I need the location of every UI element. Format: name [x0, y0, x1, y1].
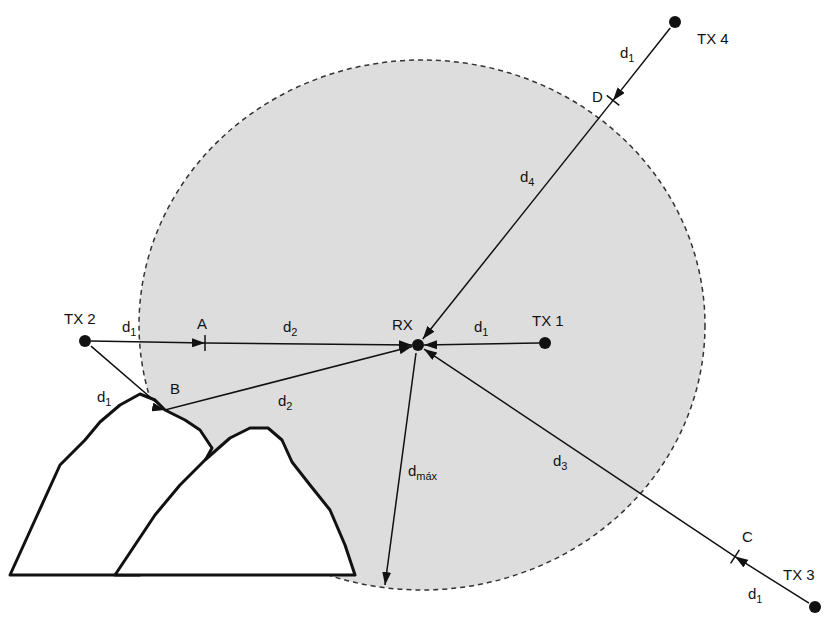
dot-shape: [412, 339, 424, 351]
dot-shape: [669, 16, 681, 28]
distance-label: d1: [97, 388, 111, 407]
subscript: 1: [130, 326, 136, 338]
station-label: TX 1: [532, 312, 564, 329]
distance-label: B: [170, 380, 180, 397]
distance-label: d2: [278, 392, 292, 411]
subscript: 1: [482, 326, 488, 338]
distance-label: d1: [748, 585, 762, 604]
signal-path: [424, 349, 809, 603]
distance-label: dmáx: [408, 462, 437, 481]
distance-label: d1: [122, 318, 136, 337]
subscript: 1: [105, 396, 111, 408]
station-dot: TX 4: [669, 16, 681, 28]
signal-path: [91, 341, 412, 345]
dot-shape: [809, 601, 821, 613]
station-dot: RX: [412, 339, 424, 351]
distance-label: d1: [620, 44, 634, 63]
distance-label: A: [197, 315, 207, 332]
subscript: máx: [416, 470, 437, 482]
station-label: TX 2: [64, 310, 96, 327]
distance-label: D: [592, 88, 603, 105]
mountain-outline: [115, 428, 355, 575]
subscript: 2: [291, 326, 297, 338]
distance-label: d1: [474, 318, 488, 337]
station-label: TX 3: [783, 566, 815, 583]
station-dot: TX 1: [539, 337, 551, 349]
subscript: 1: [756, 593, 762, 605]
signal-path: [91, 346, 412, 410]
dot-shape: [79, 335, 91, 347]
station-label: TX 4: [697, 30, 729, 47]
signal-path: [424, 343, 539, 345]
dot-shape: [539, 337, 551, 349]
station-dot: TX 3: [809, 601, 821, 613]
distance-label: C: [742, 528, 753, 545]
subscript: 3: [561, 460, 567, 472]
distance-label: d2: [283, 318, 297, 337]
subscript: 4: [528, 176, 534, 188]
distance-label: d3: [553, 452, 567, 471]
subscript: 2: [286, 400, 292, 412]
subscript: 1: [628, 52, 634, 64]
station-label: RX: [392, 316, 413, 333]
distance-label: d4: [520, 168, 534, 187]
signal-path: [423, 28, 670, 339]
station-dot: TX 2: [79, 335, 91, 347]
